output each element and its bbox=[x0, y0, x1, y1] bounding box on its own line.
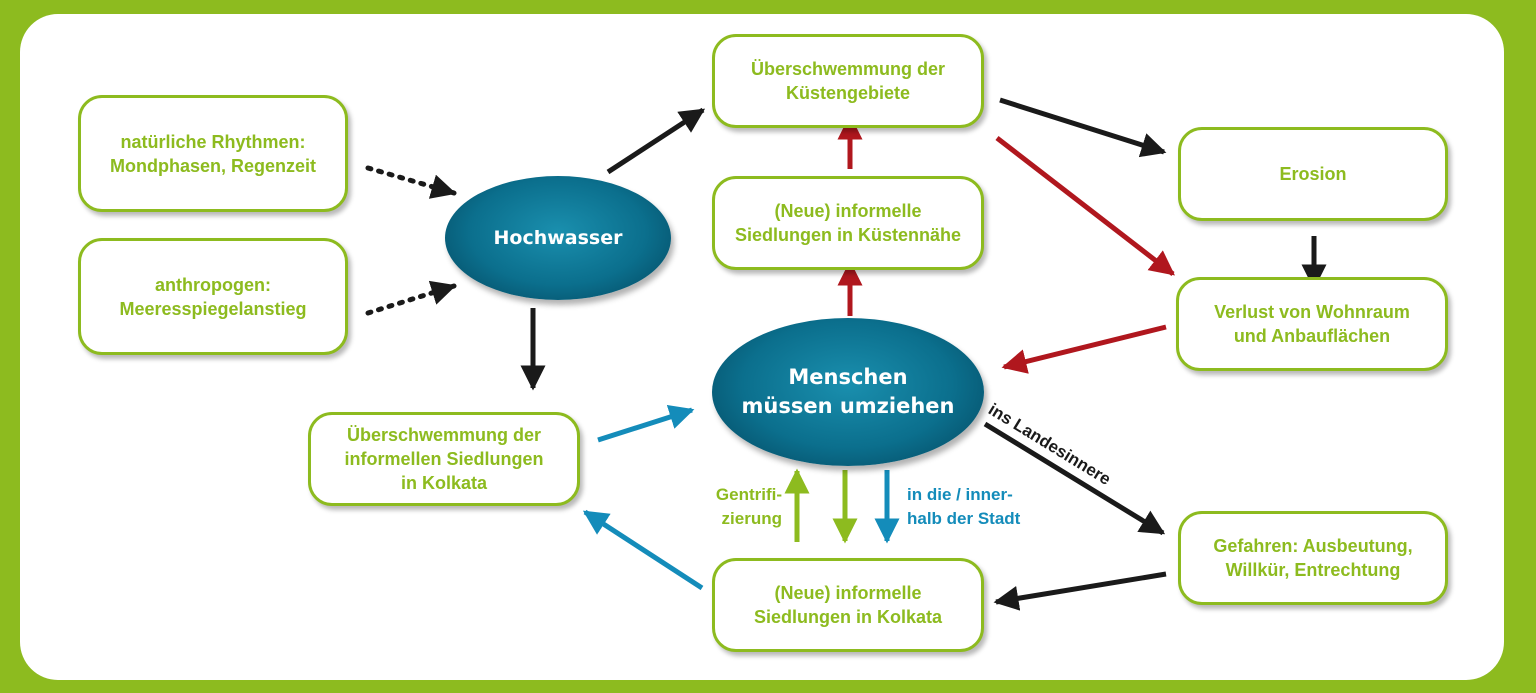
node-hochwasser: Hochwasser bbox=[445, 176, 671, 300]
arrow-kolkata-flood-to-menschen bbox=[597, 404, 695, 443]
node-ueberschwemmung-kolkata: Überschwemmung der informellen Siedlunge… bbox=[308, 412, 580, 506]
node-ueberschwemmung-kuestengebiete: Überschwemmung der Küstengebiete bbox=[712, 34, 984, 128]
arrow-kueste-to-erosion bbox=[999, 97, 1167, 158]
arrow-kueste-to-verlust bbox=[995, 136, 1175, 276]
node-siedlungen-kolkata: (Neue) informelle Siedlungen in Kolkata bbox=[712, 558, 984, 652]
arrow-verlust-to-menschen bbox=[1001, 324, 1167, 374]
arrow-kolkata-siedlungen-to-kolkata-flood bbox=[582, 509, 704, 591]
edge-label-gentrifizierung: Gentrifi- zierung bbox=[715, 485, 782, 528]
arrow-menschen-to-gefahren bbox=[983, 421, 1166, 536]
arrow-anthropogen-to-hochwasser bbox=[365, 280, 457, 316]
edge-label-in-die-stadt: in die / inner- halb der Stadt bbox=[907, 485, 1021, 528]
node-anthropogen: anthropogen: Meeresspiegelanstieg bbox=[78, 238, 348, 355]
node-siedlungen-kuestennaehe: (Neue) informelle Siedlungen in Küstennä… bbox=[712, 176, 984, 270]
node-verlust-wohnraum: Verlust von Wohnraum und Anbauflächen bbox=[1176, 277, 1448, 371]
node-menschen-umziehen: Menschen müssen umziehen bbox=[712, 318, 984, 466]
arrow-natuerlich-to-hochwasser bbox=[365, 165, 457, 199]
node-erosion: Erosion bbox=[1178, 127, 1448, 221]
node-gefahren: Gefahren: Ausbeutung, Willkür, Entrechtu… bbox=[1178, 511, 1448, 605]
node-natuerliche-rhythmen: natürliche Rhythmen: Mondphasen, Regenze… bbox=[78, 95, 348, 212]
arrow-gefahren-to-kolkata-siedlungen bbox=[993, 571, 1167, 611]
arrow-hochwasser-to-kueste bbox=[606, 107, 706, 175]
